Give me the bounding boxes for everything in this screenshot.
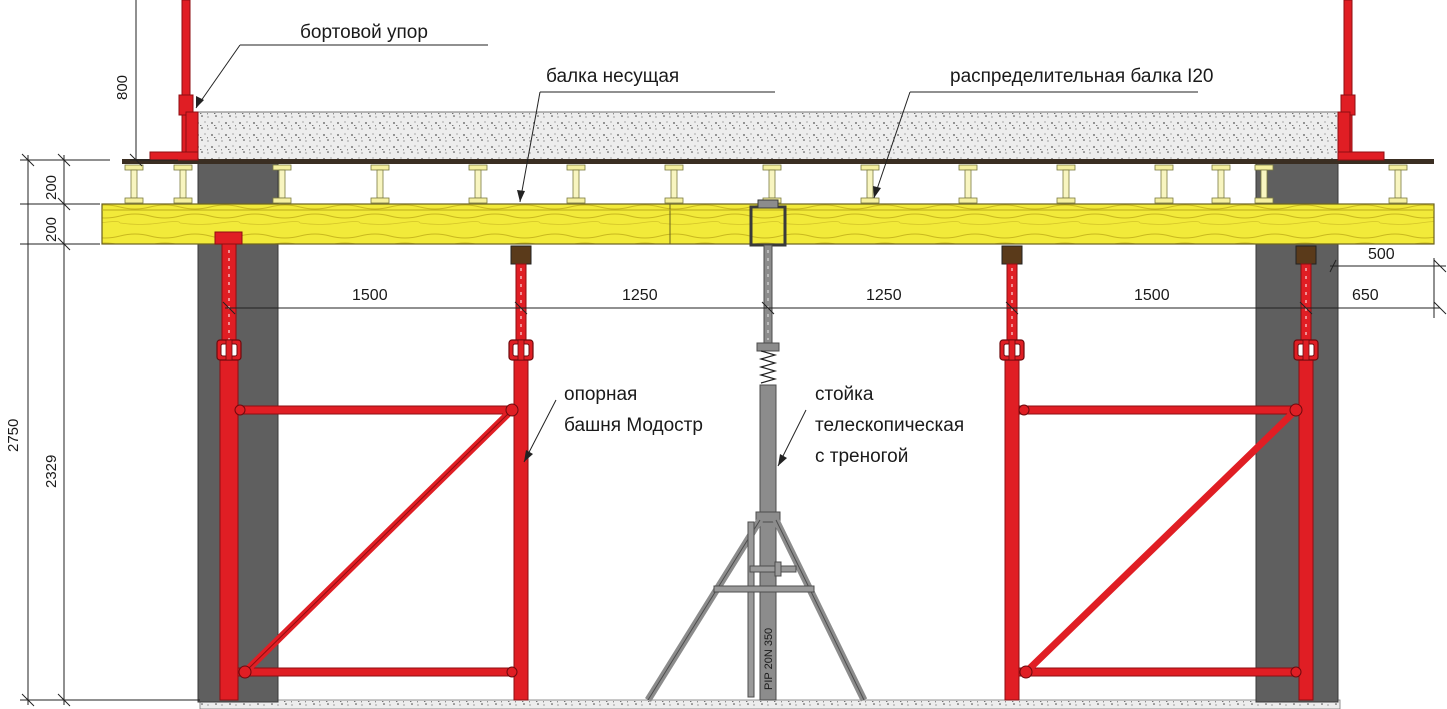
support-tower-right xyxy=(999,245,1319,701)
dim-beam-top: 200 xyxy=(43,175,60,200)
label-tower-line1: опорная xyxy=(564,384,637,405)
dimension-lines xyxy=(20,0,1447,707)
support-tower-left xyxy=(214,231,534,701)
telescopic-prop xyxy=(645,199,868,702)
prop-marking: PIP 20N 350 xyxy=(763,628,775,690)
label-main-beam: балка несущая xyxy=(546,66,679,87)
dim-span-4: 1500 xyxy=(1134,287,1170,304)
dim-beam-bottom: 200 xyxy=(43,217,60,242)
concrete-slab xyxy=(197,111,1339,161)
dim-total-height: 2750 xyxy=(5,419,22,452)
dim-span-3: 1250 xyxy=(866,287,902,304)
side-stop-right xyxy=(1337,0,1385,161)
distribution-beams xyxy=(124,164,1408,204)
dim-overhang-2: 650 xyxy=(1352,287,1379,304)
ground-slab xyxy=(199,699,1341,709)
dim-span-2: 1250 xyxy=(622,287,658,304)
label-side-stop: бортовой упор xyxy=(300,22,428,43)
label-prop-line2: телескопическая xyxy=(815,415,964,436)
side-stop-left xyxy=(149,0,199,161)
plywood-deck xyxy=(122,159,1434,164)
dim-overhang-1: 500 xyxy=(1368,246,1395,263)
dim-span-1: 1500 xyxy=(352,287,388,304)
label-prop-line3: с треногой xyxy=(815,446,908,467)
dim-tower-height: 2329 xyxy=(43,455,60,488)
label-prop-line1: стойка xyxy=(815,384,874,405)
label-tower-line2: башня Модостр xyxy=(564,415,703,436)
label-distribution-beam: распределительная балка I20 xyxy=(950,66,1214,87)
dim-stop-height: 800 xyxy=(114,75,131,100)
